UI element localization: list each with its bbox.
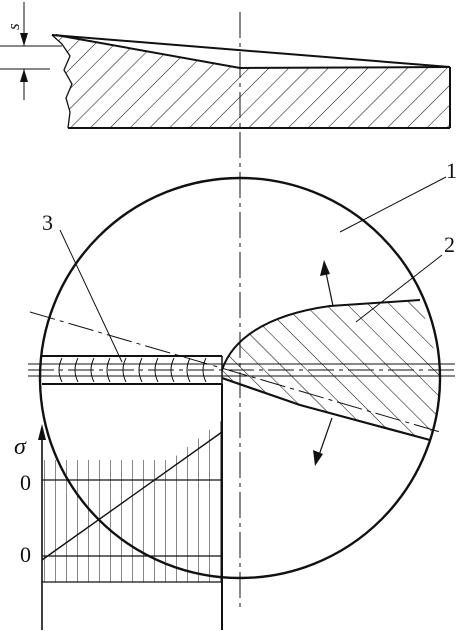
stress-symbol: σ: [14, 434, 27, 460]
crack-axis: [29, 311, 441, 433]
side-view: s: [0, 2, 451, 129]
part-label-3: 3: [42, 210, 53, 235]
thickness-dimension: s: [0, 2, 62, 100]
zero-lower: 0: [20, 542, 31, 567]
break-line: [51, 34, 73, 129]
thickness-symbol: s: [4, 23, 23, 30]
uniform-stress-band: [42, 556, 222, 582]
part-label-2: 2: [444, 232, 455, 257]
plan-view: 1 2 3: [28, 12, 457, 608]
plate-section: [52, 35, 450, 128]
part-label-1: 1: [446, 158, 457, 183]
zero-upper: 0: [20, 470, 31, 495]
displacement-arrow-up: [320, 260, 334, 307]
plate-circle: [38, 176, 442, 580]
displacement-arrow-down: [313, 417, 333, 466]
